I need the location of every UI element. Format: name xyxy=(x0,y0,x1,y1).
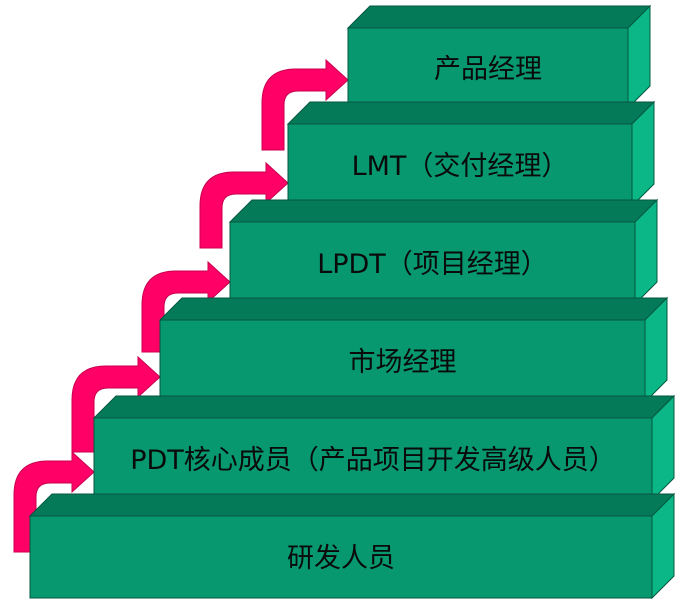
step-top-face xyxy=(286,101,656,125)
step-top-face xyxy=(228,199,659,223)
step-top-face xyxy=(346,5,652,29)
step-front-face xyxy=(229,221,636,305)
step-front-face xyxy=(29,515,653,599)
step-2: 市场经理 xyxy=(158,296,669,404)
step-0: 研发人员 xyxy=(28,492,676,600)
step-label: 市场经理 xyxy=(349,347,457,378)
step-1: PDT核心成员（产品项目开发高级人员） xyxy=(92,394,676,502)
arrows-layer xyxy=(13,58,349,553)
step-label: 研发人员 xyxy=(287,543,395,574)
step-front-face xyxy=(287,123,633,207)
step-front-face xyxy=(347,27,629,109)
step-4: LMT（交付经理） xyxy=(286,100,656,208)
curved-arrow-icon xyxy=(261,58,349,151)
step-label: LMT（交付经理） xyxy=(352,151,569,182)
step-top-face xyxy=(28,493,676,517)
step-top-face xyxy=(92,395,676,419)
step-label: LPDT（项目经理） xyxy=(317,249,548,280)
steps-layer: 产品经理 LMT（交付经理） LPDT（项目经理） 市场经理 PDT核心成员（产品项目开… xyxy=(28,4,676,600)
step-3: LPDT（项目经理） xyxy=(228,198,659,306)
step-top-face xyxy=(158,297,669,321)
step-label: 产品经理 xyxy=(434,54,542,85)
curved-arrow-icon xyxy=(199,161,289,249)
step-label: PDT核心成员（产品项目开发高级人员） xyxy=(130,445,616,476)
step-5: 产品经理 xyxy=(346,4,652,110)
